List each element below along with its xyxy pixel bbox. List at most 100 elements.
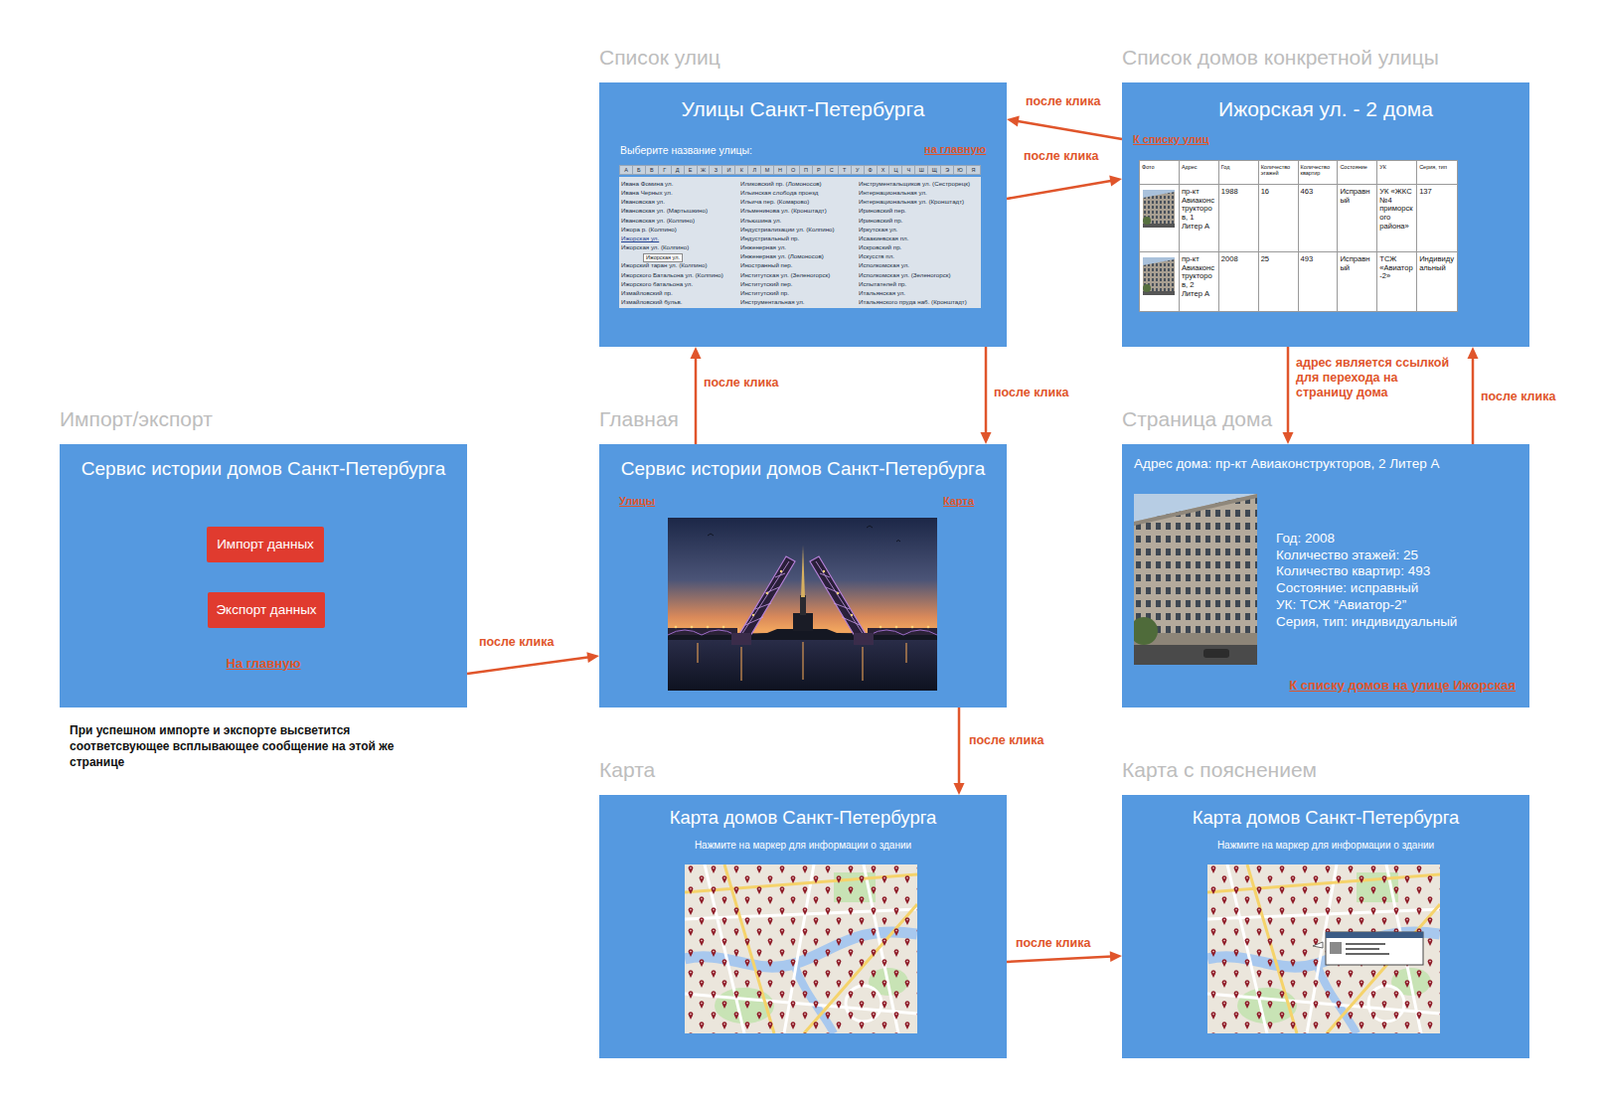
street-name: Ильича пер. (Комарово)	[740, 196, 809, 206]
table-cell: Исправный	[1337, 252, 1378, 312]
bridge-photo	[667, 517, 938, 691]
street-name: Ириновский пр.	[858, 215, 903, 225]
table-header: Количество этажей	[1259, 160, 1299, 185]
arrow-head	[586, 651, 600, 663]
bridge-lattice	[741, 561, 790, 636]
flow-arrow	[1006, 951, 1122, 962]
bridge-leaf	[735, 556, 796, 641]
arrow-line	[1016, 121, 1122, 140]
screen-panel: Импорт/экспортСервис истории домов Санкт…	[59, 444, 468, 708]
flow-arrow	[1006, 116, 1122, 140]
table-header: Адрес	[1179, 160, 1220, 185]
note-text: При успешном импорте и экспорте высветит…	[69, 722, 428, 772]
edge-label: после клика	[1015, 936, 1091, 952]
alphabet-letter: К	[735, 165, 749, 174]
street-name: Итальянского пруда наб. (Кронштадт)	[858, 297, 967, 307]
alphabet-letter: Л	[748, 165, 762, 174]
street-name: Инженерная ул.	[740, 242, 787, 252]
action-button: Импорт данных	[206, 526, 324, 563]
sky	[667, 517, 938, 642]
house-info: УК: ТСЖ “Авиатор-2”	[1276, 597, 1407, 614]
alphabet-letter: Г	[658, 165, 672, 174]
street-name: Ижорского батальона ул.	[621, 279, 693, 289]
screen-heading: Главная	[599, 407, 679, 432]
flow-arrow	[690, 346, 702, 445]
alphabet-letter: Х	[877, 165, 891, 174]
button-label: Экспорт данных	[215, 602, 317, 619]
house-photo	[1133, 493, 1258, 665]
table-cell: 463	[1298, 184, 1339, 253]
screen-heading: Импорт/экспорт	[59, 407, 213, 432]
action-button: Экспорт данных	[207, 592, 325, 629]
flow-arrow	[1467, 346, 1479, 445]
street-name: Исполкомская ул.	[858, 260, 910, 270]
alphabet-letter: Д	[671, 165, 685, 174]
street-name: Ильинская слобода проезд	[740, 187, 818, 197]
screen-heading: Список домов конкретной улицы	[1121, 45, 1440, 70]
screen-title: Ижорская ул. - 2 дома	[1218, 96, 1434, 122]
alphabet-letter: Н	[774, 165, 788, 174]
house-address: Адрес дома: пр-кт Авиаконструкторов, 2 Л…	[1133, 456, 1440, 473]
map-tiles	[684, 864, 918, 1034]
reflections	[697, 641, 907, 681]
alphabet-letter: С	[825, 165, 839, 174]
flow-arrow	[467, 651, 600, 674]
table-cell: 25	[1259, 252, 1299, 312]
arrow-head	[690, 346, 702, 359]
street-name: Ильменинова ул. (Кронштадт)	[740, 205, 827, 215]
edge-label: после клика	[1025, 94, 1101, 110]
alphabet-letter: В	[645, 165, 659, 174]
arrow-line	[984, 346, 988, 435]
street-name: Инструментальная ул.	[740, 297, 805, 307]
street-name: Измайловский бульв.	[621, 297, 682, 307]
alphabet-letter: Ц	[890, 165, 904, 174]
hint-text: Нажмите на маркер для информации о здани…	[694, 839, 912, 852]
table-cell: 2008	[1219, 252, 1260, 312]
map-tiles	[1207, 864, 1440, 1034]
lights	[674, 570, 931, 630]
alphabet-letter: Ж	[697, 165, 711, 174]
arrow-head	[1109, 175, 1122, 187]
arrow-head	[1467, 346, 1479, 359]
alphabet-letter: П	[800, 165, 813, 174]
street-name: Институтская ул. (Зеленогорск)	[740, 270, 830, 280]
city-map	[684, 864, 918, 1034]
screen-title: Улицы Санкт-Петербурга	[681, 96, 926, 122]
nav-link: К списку улиц	[1132, 133, 1210, 147]
alphabet-letter: Э	[941, 165, 955, 174]
table-header: Состояние	[1337, 160, 1378, 185]
house-thumbnail	[1142, 257, 1175, 296]
flow-arrow	[980, 346, 992, 445]
screen-title: Карта домов Санкт-Петербурга	[1192, 806, 1460, 829]
house-info: Год: 2008	[1276, 530, 1335, 547]
screen-title: Карта домов Санкт-Петербурга	[669, 806, 938, 829]
alphabet-letter: Т	[838, 165, 852, 174]
screen-heading: Карта	[599, 758, 655, 783]
screen-panel: Список домов конкретной улицыИжорская ул…	[1121, 82, 1530, 347]
arrow-head	[1006, 116, 1020, 128]
alphabet-bar: АБВГДЕЖЗИКЛМНОПРСТУФХЦЧШЩЭЮЯ	[619, 164, 981, 175]
bridge-lattice	[815, 561, 864, 636]
alphabet-letter: Е	[684, 165, 698, 174]
street-name: Искусств пл.	[858, 251, 895, 261]
arrow-line	[1286, 346, 1290, 435]
building-picture	[1142, 189, 1175, 228]
street-name: Искровский пр.	[858, 242, 902, 252]
arrow-head	[954, 783, 965, 796]
street-name: Испытателей пр.	[858, 279, 907, 289]
street-name: Ивана Черных ул.	[621, 187, 673, 197]
arrow-line	[1006, 957, 1113, 962]
house-info: Количество квартир: 493	[1276, 563, 1431, 580]
street-name: Институтский пер.	[740, 279, 793, 289]
table-header: Фото	[1139, 160, 1180, 185]
edge-label: после клика	[479, 635, 554, 650]
street-name: Интернациональная ул. (Кронштадт)	[858, 196, 964, 206]
street-name: Ивановская ул. (Мартышкино)	[621, 205, 708, 215]
street-name: Ириновский пер.	[858, 205, 907, 215]
table-header: УК	[1377, 160, 1418, 185]
arrow-head	[1110, 951, 1122, 962]
table-cell: пр-кт Авиаконструкторов, 2 Литер А	[1179, 252, 1220, 312]
bell-tower	[800, 595, 806, 616]
street-name: Исаакиевская пл.	[858, 233, 909, 243]
edge-label: адрес является ссылкой для перехода на с…	[1295, 355, 1455, 401]
